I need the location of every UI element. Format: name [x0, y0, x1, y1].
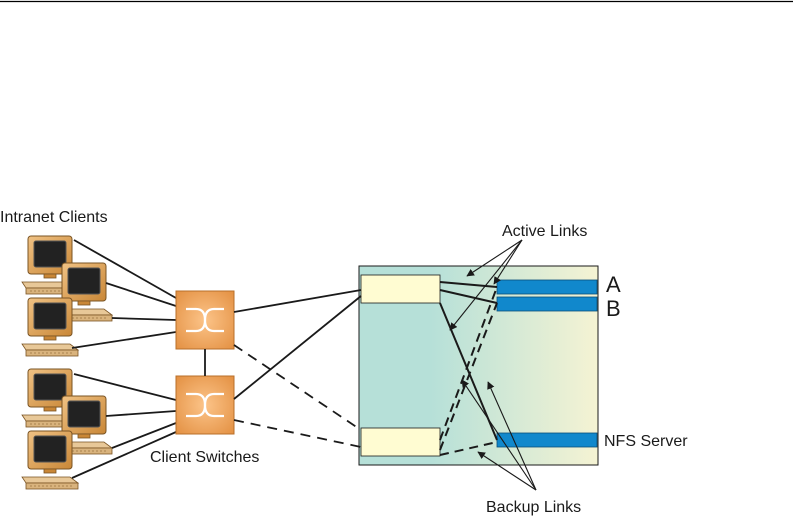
port-b — [496, 296, 598, 312]
switch-icon-bottom — [174, 374, 236, 436]
module-bottom — [360, 427, 441, 457]
active-links-label: Active Links — [502, 223, 587, 240]
backup-links-label: Backup Links — [486, 499, 581, 516]
switch-icon-top — [174, 289, 236, 351]
uplinks — [233, 289, 362, 448]
active-links-arrows — [449, 239, 523, 331]
port-a-label: A — [606, 272, 621, 297]
client-links — [71, 239, 177, 479]
port-a — [496, 279, 598, 295]
nfs-server-label: NFS Server — [604, 433, 688, 450]
clients-label: Intranet Clients — [0, 209, 108, 226]
pc-icon — [21, 430, 79, 490]
switches-label: Client Switches — [150, 449, 259, 466]
module-top — [360, 274, 441, 304]
backup-links-arrows — [461, 379, 537, 491]
port-b-label: B — [606, 296, 621, 321]
pc-icon — [21, 297, 79, 357]
